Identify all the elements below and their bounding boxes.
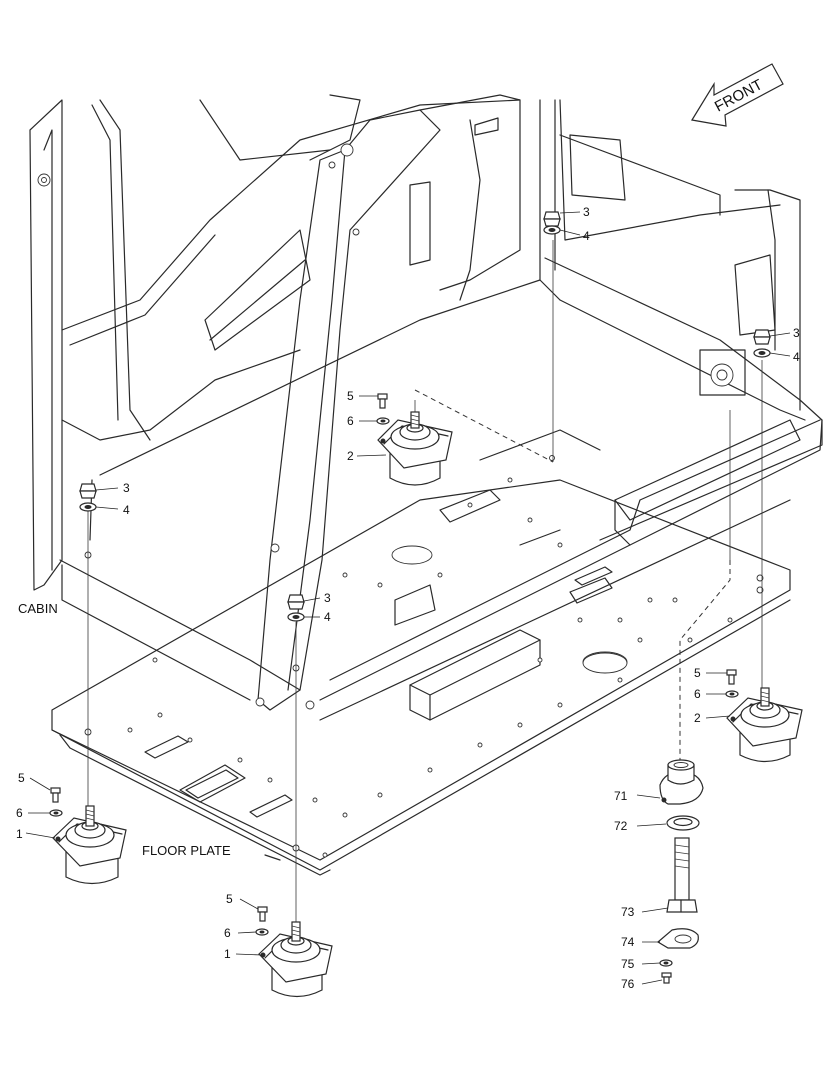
callout-2-rear: 2 <box>347 449 354 463</box>
cabin-floor-holes <box>84 455 764 672</box>
callout-5-right: 5 <box>694 666 701 680</box>
callout-72: 72 <box>614 819 628 833</box>
callout-74: 74 <box>621 935 635 949</box>
callout-6-front: 6 <box>224 926 231 940</box>
callout-5-rear: 5 <box>347 389 354 403</box>
callout-2-right: 2 <box>694 711 701 725</box>
callout-5-left: 5 <box>18 771 25 785</box>
spacer-72 <box>666 815 700 831</box>
washer-4-rear <box>543 225 561 235</box>
lock-plate-74 <box>656 928 699 949</box>
floor-plate-holes <box>84 586 764 858</box>
callout-3-right: 3 <box>793 326 800 340</box>
callout-4-left: 4 <box>123 503 130 517</box>
callout-6-rear: 6 <box>347 414 354 428</box>
nut-3-front <box>287 594 305 610</box>
callout-3-left: 3 <box>123 481 130 495</box>
washer-75 <box>659 959 673 967</box>
cabin-label: CABIN <box>18 601 58 616</box>
leader-lines <box>25 211 791 985</box>
callout-71: 71 <box>614 789 628 803</box>
washer-4-left <box>79 502 97 512</box>
washer-4-right <box>753 348 771 358</box>
callouts: 3 4 3 4 3 4 3 4 5 6 2 5 6 2 5 6 1 5 6 1 … <box>16 205 800 991</box>
front-arrow-icon: FRONT <box>691 63 784 127</box>
callout-1-front: 1 <box>224 947 231 961</box>
callout-75: 75 <box>621 957 635 971</box>
bolt-5-left <box>50 787 61 803</box>
callout-6-left: 6 <box>16 806 23 820</box>
bolt-5-rear <box>377 393 388 409</box>
nut-3-rear <box>543 211 561 227</box>
callout-76: 76 <box>621 977 635 991</box>
callout-73: 73 <box>621 905 635 919</box>
callout-4-rear: 4 <box>583 229 590 243</box>
washer-6-rear <box>376 417 390 425</box>
nut-3-left <box>79 483 97 499</box>
bolt-5-front <box>257 906 268 922</box>
callout-3-rear: 3 <box>583 205 590 219</box>
cabin-frame <box>29 94 823 721</box>
washer-4-front <box>287 612 305 622</box>
mount-1-front <box>258 921 333 998</box>
callout-5-front: 5 <box>226 892 233 906</box>
stopper-71 <box>659 759 704 805</box>
callout-4-front: 4 <box>324 610 331 624</box>
mount-2-rear <box>377 411 453 486</box>
floor-plate <box>51 479 791 876</box>
washer-6-front <box>255 928 269 936</box>
washer-6-left <box>49 809 63 817</box>
floor-plate-label: FLOOR PLATE <box>142 843 231 858</box>
bolt-5-right <box>726 669 737 685</box>
bolt-73 <box>666 837 698 913</box>
nut-3-right <box>753 329 771 345</box>
assembly-lines <box>87 240 763 930</box>
callout-4-right: 4 <box>793 350 800 364</box>
mount-1-left <box>52 805 127 885</box>
mount-2-right <box>726 687 803 763</box>
callout-1-left: 1 <box>16 827 23 841</box>
bolt-76 <box>661 972 672 984</box>
callout-3-front: 3 <box>324 591 331 605</box>
washer-6-right <box>725 690 739 698</box>
callout-6-right: 6 <box>694 687 701 701</box>
